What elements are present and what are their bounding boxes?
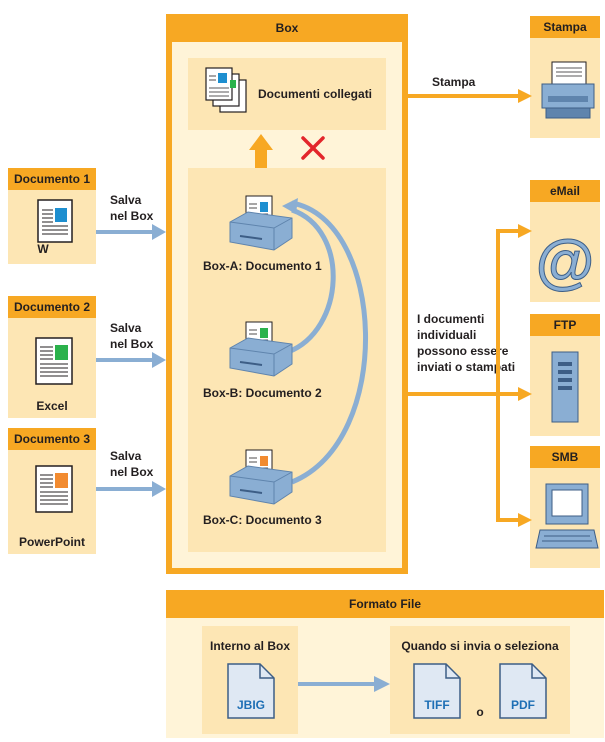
email-title: eMail (530, 180, 600, 202)
document-3-title: Documento 3 (8, 428, 96, 450)
document-2-title: Documento 2 (8, 296, 96, 318)
print-arrow-label: Stampa (432, 75, 476, 89)
ftp-title: FTP (530, 314, 600, 336)
format-title: Formato File (166, 590, 604, 618)
box-title: Box (166, 14, 408, 42)
box-c-label: Box-C: Documento 3 (203, 513, 322, 527)
document-3-app: PowerPoint (18, 535, 85, 549)
format-internal-label: Interno al Box (209, 639, 290, 653)
format-external-label: Quando si invia o seleziona (401, 639, 559, 653)
output-arrows (408, 94, 522, 522)
box-list-area (188, 168, 386, 552)
jbig-label: JBIG (236, 698, 265, 712)
box-b-label: Box-B: Documento 2 (203, 386, 322, 400)
save-label-3: Salva nel Box (110, 449, 154, 479)
smb-title: SMB (530, 446, 600, 468)
print-title: Stampa (530, 16, 600, 38)
document-2-app: Excel (36, 399, 68, 413)
tiff-label: TIFF (424, 698, 450, 712)
send-note: I documenti individuali possono essere i… (417, 312, 516, 374)
linked-documents-label: Documenti collegati (258, 87, 373, 101)
box-a-label: Box-A: Documento 1 (203, 259, 322, 273)
save-label-1: Salva nel Box (110, 193, 154, 223)
or-label: o (476, 705, 484, 719)
document-1-app: W (37, 242, 49, 256)
save-label-2: Salva nel Box (110, 321, 154, 351)
pdf-label: PDF (511, 698, 535, 712)
document-1-title: Documento 1 (8, 168, 96, 190)
